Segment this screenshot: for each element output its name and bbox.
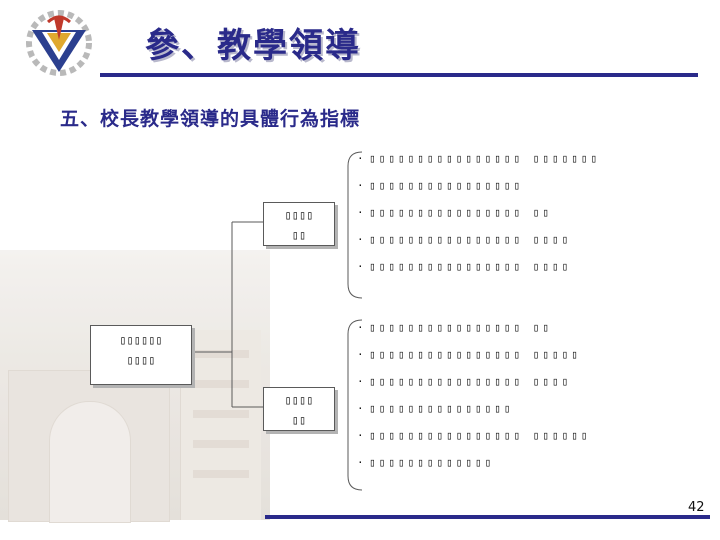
footer-divider — [265, 515, 710, 519]
branch-node-a: ▯▯▯▯ ▯▯ — [263, 202, 335, 246]
list-item: ▯▯▯▯▯▯▯▯▯▯▯▯▯▯▯▯ ▯▯▯▯▯▯ — [357, 425, 607, 446]
school-emblem-logo — [26, 10, 92, 76]
branch-a-items: ▯▯▯▯▯▯▯▯▯▯▯▯▯▯▯▯ ▯▯▯▯▯▯▯ ▯▯▯▯▯▯▯▯▯▯▯▯▯▯▯… — [357, 148, 607, 283]
root-node: ▯▯▯▯▯▯ ▯▯▯▯ — [90, 325, 192, 385]
list-item: ▯▯▯▯▯▯▯▯▯▯▯▯▯▯▯▯ ▯▯▯▯▯▯▯ — [357, 148, 607, 169]
list-item: ▯▯▯▯▯▯▯▯▯▯▯▯▯▯▯ — [357, 398, 607, 419]
branch-b-items: ▯▯▯▯▯▯▯▯▯▯▯▯▯▯▯▯ ▯▯ ▯▯▯▯▯▯▯▯▯▯▯▯▯▯▯▯ ▯▯▯… — [357, 317, 607, 479]
branch-b-line-2: ▯▯ — [291, 413, 307, 427]
list-item: ▯▯▯▯▯▯▯▯▯▯▯▯▯▯▯▯ ▯▯▯▯ — [357, 256, 607, 277]
list-item: ▯▯▯▯▯▯▯▯▯▯▯▯▯ — [357, 452, 607, 473]
list-item: ▯▯▯▯▯▯▯▯▯▯▯▯▯▯▯▯ ▯▯ — [357, 202, 607, 223]
list-item: ▯▯▯▯▯▯▯▯▯▯▯▯▯▯▯▯ ▯▯▯▯ — [357, 371, 607, 392]
campus-photo — [0, 250, 270, 523]
section-subtitle: 五、校長教學領導的具體行為指標 — [60, 108, 361, 130]
page-number: 42 — [688, 500, 705, 515]
list-item: ▯▯▯▯▯▯▯▯▯▯▯▯▯▯▯▯ ▯▯▯▯▯ — [357, 344, 607, 365]
branch-b-line-1: ▯▯▯▯ — [284, 393, 314, 407]
branch-a-line-2: ▯▯ — [291, 228, 307, 242]
list-item: ▯▯▯▯▯▯▯▯▯▯▯▯▯▯▯▯ ▯▯ — [357, 317, 607, 338]
list-item: ▯▯▯▯▯▯▯▯▯▯▯▯▯▯▯▯ — [357, 175, 607, 196]
arch-gate-shape — [8, 370, 170, 523]
title-divider — [100, 73, 698, 77]
list-item: ▯▯▯▯▯▯▯▯▯▯▯▯▯▯▯▯ ▯▯▯▯ — [357, 229, 607, 250]
branch-node-b: ▯▯▯▯ ▯▯ — [263, 387, 335, 431]
branch-a-line-1: ▯▯▯▯ — [284, 208, 314, 222]
root-node-line-2: ▯▯▯▯ — [126, 353, 156, 367]
building-shape — [180, 330, 261, 520]
root-node-line-1: ▯▯▯▯▯▯ — [119, 333, 163, 347]
page-title: 參、教學領導 — [145, 26, 361, 66]
